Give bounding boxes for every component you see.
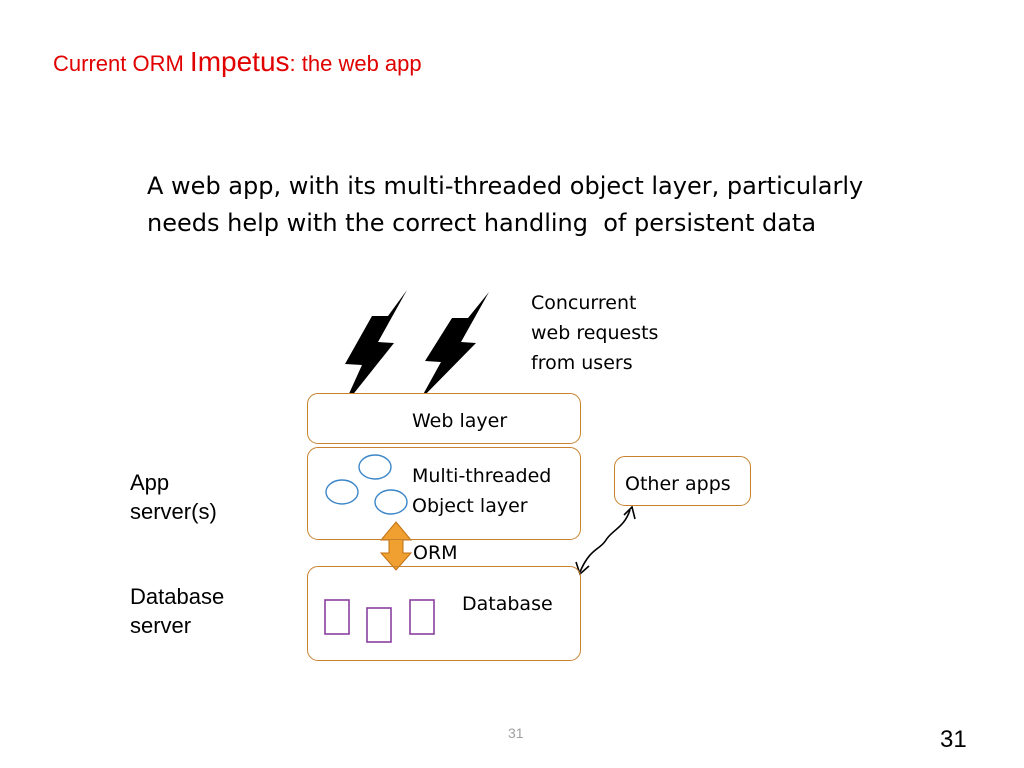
requests-line1: Concurrent <box>531 292 637 314</box>
database-box <box>307 566 581 661</box>
requests-line3: from users <box>531 352 633 374</box>
db-server-line1: Database <box>130 584 225 609</box>
other-apps-connector <box>579 509 631 573</box>
title-part3: : the web app <box>289 51 422 76</box>
app-server-line1: App <box>130 470 170 495</box>
footer-page-number: 31 <box>940 726 967 753</box>
thread-circle <box>358 454 392 480</box>
other-apps-label: Other apps <box>625 473 731 495</box>
description-line1: A web app, with its multi-threaded objec… <box>147 172 864 200</box>
object-layer-box <box>307 447 581 540</box>
description-line2: needs help with the correct handling of … <box>147 209 817 237</box>
object-layer-line1: Multi-threaded <box>412 465 552 487</box>
other-apps-box <box>614 456 751 506</box>
slide-description: A web app, with its multi-threaded objec… <box>147 168 947 242</box>
web-layer-box <box>307 393 581 444</box>
lightning-bolt-icon <box>343 290 407 407</box>
slide-title: Current ORM Impetus: the web app <box>53 46 422 78</box>
orm-label: ORM <box>413 542 458 564</box>
database-label: Database <box>462 593 553 615</box>
lightning-bolt-icon <box>420 292 489 400</box>
database-table-icon <box>409 599 435 635</box>
title-part2: Impetus <box>189 46 290 77</box>
concurrent-requests-label: Concurrent web requests from users <box>531 288 658 378</box>
web-layer-label: Web layer <box>412 410 508 432</box>
object-layer-line2: Object layer <box>412 495 528 517</box>
arrowhead-icon <box>623 505 636 520</box>
thread-circle <box>374 489 408 515</box>
footer-page-number-small: 31 <box>508 725 524 741</box>
database-table-icon <box>366 607 392 643</box>
app-server-line2: server(s) <box>130 499 217 524</box>
db-server-label: Database server <box>130 582 224 640</box>
database-table-icon <box>324 599 350 635</box>
db-server-line2: server <box>130 613 192 638</box>
app-server-label: App server(s) <box>130 468 217 526</box>
orm-double-arrow-icon <box>379 521 413 571</box>
requests-line2: web requests <box>531 322 659 344</box>
object-layer-label: Multi-threaded Object layer <box>412 461 551 521</box>
title-part1: Current ORM <box>53 51 190 76</box>
thread-circle <box>325 479 359 505</box>
